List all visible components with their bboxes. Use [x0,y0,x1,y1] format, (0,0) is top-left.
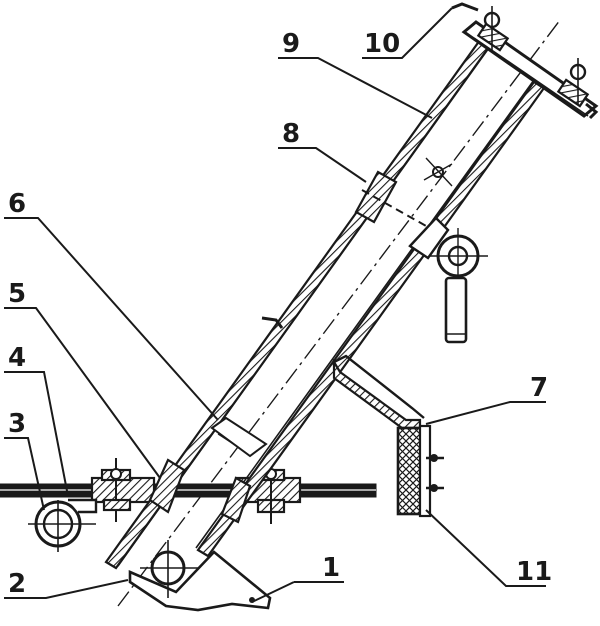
roller-wheel [28,498,98,552]
tube-pin [261,316,284,329]
side-eye-bracket [408,216,488,344]
callout-3: 3 [8,409,26,439]
callout-6: 6 [8,189,26,219]
callout-9: 9 [282,29,300,59]
bottom-shoe [128,540,272,612]
top-flange [451,2,599,120]
callout-7: 7 [530,373,548,403]
callout-11: 11 [516,557,552,587]
inclined-tube [104,19,561,607]
bracket-arm [332,354,425,430]
wood-panel [396,424,444,518]
callout-5: 5 [8,279,26,309]
callout-10: 10 [364,29,400,59]
callout-2: 2 [8,569,26,599]
callout-1: 1 [322,553,340,583]
left-clamp [90,458,156,522]
tube-collar [148,458,252,524]
inner-insert [210,416,268,458]
callout-labels: 1 2 3 4 5 6 7 8 9 10 11 [8,29,552,599]
deck-plate [0,483,377,498]
callout-8: 8 [282,119,300,149]
leader-lines [4,7,546,603]
callout-4: 4 [8,343,26,373]
